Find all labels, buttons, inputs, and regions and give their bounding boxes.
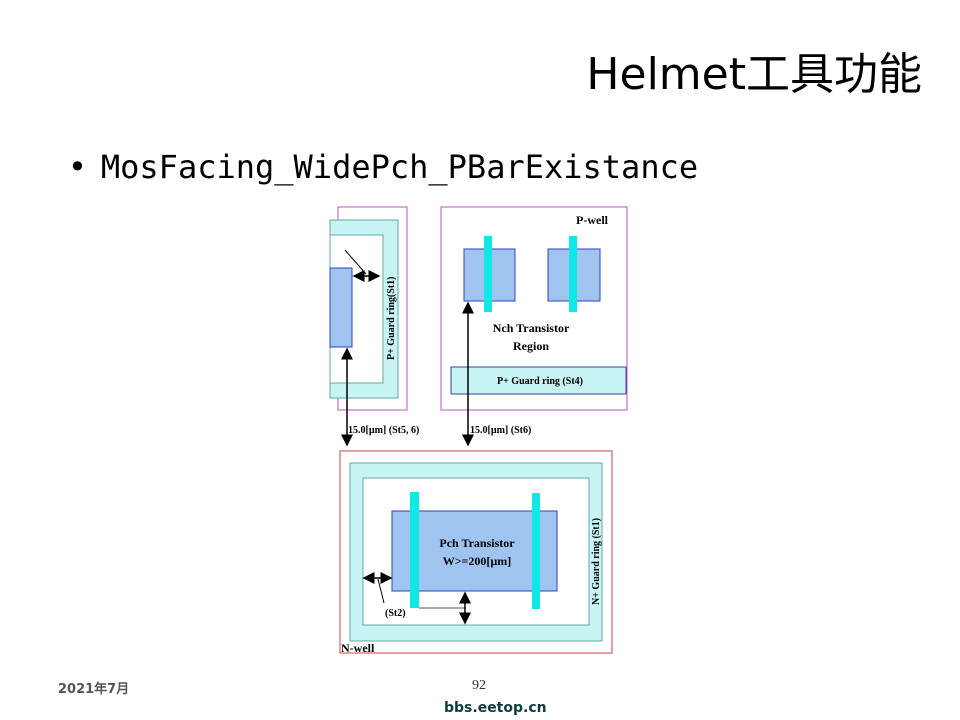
- pwell-label: P-well: [576, 213, 609, 227]
- distance-label-2: 15.0[µm] (St6): [470, 425, 531, 436]
- n-guard-label: N+ Guard ring (St1): [591, 518, 602, 605]
- nch-region-label: Region: [513, 339, 549, 353]
- left-partial-cell: P+ Guard ring(St1): [329, 206, 408, 447]
- left-guard-ring-label: P+ Guard ring(St1): [386, 277, 397, 360]
- page-number: 92: [472, 678, 486, 693]
- watermark-site: bbs.eetop.cn: [444, 700, 547, 716]
- nch-cell: P-well Nch Transistor Region P+ Guard ri…: [440, 206, 628, 447]
- pch-width-label: W>=200[µm]: [443, 554, 512, 568]
- p-guard-label: P+ Guard ring (St4): [497, 376, 583, 387]
- pch-label: Pch Transistor: [439, 536, 515, 550]
- bullet-item: • MosFacing_WidePch_PBarExistance: [68, 148, 698, 186]
- slide-title: Helmet工具功能: [586, 49, 922, 100]
- pch-cell: Pch Transistor W>=200[µm] N+ Guard ring …: [339, 450, 613, 655]
- bullet-text: MosFacing_WidePch_PBarExistance: [100, 148, 699, 186]
- nch-label: Nch Transistor: [493, 321, 570, 335]
- bullet-dot-icon: •: [68, 148, 87, 186]
- st2-label: (St2): [385, 608, 406, 619]
- distance-label-1: 15.0[µm] (St5, 6): [348, 425, 419, 436]
- nwell-label: N-well: [341, 641, 375, 655]
- footer-date: 2021年7月: [58, 682, 130, 697]
